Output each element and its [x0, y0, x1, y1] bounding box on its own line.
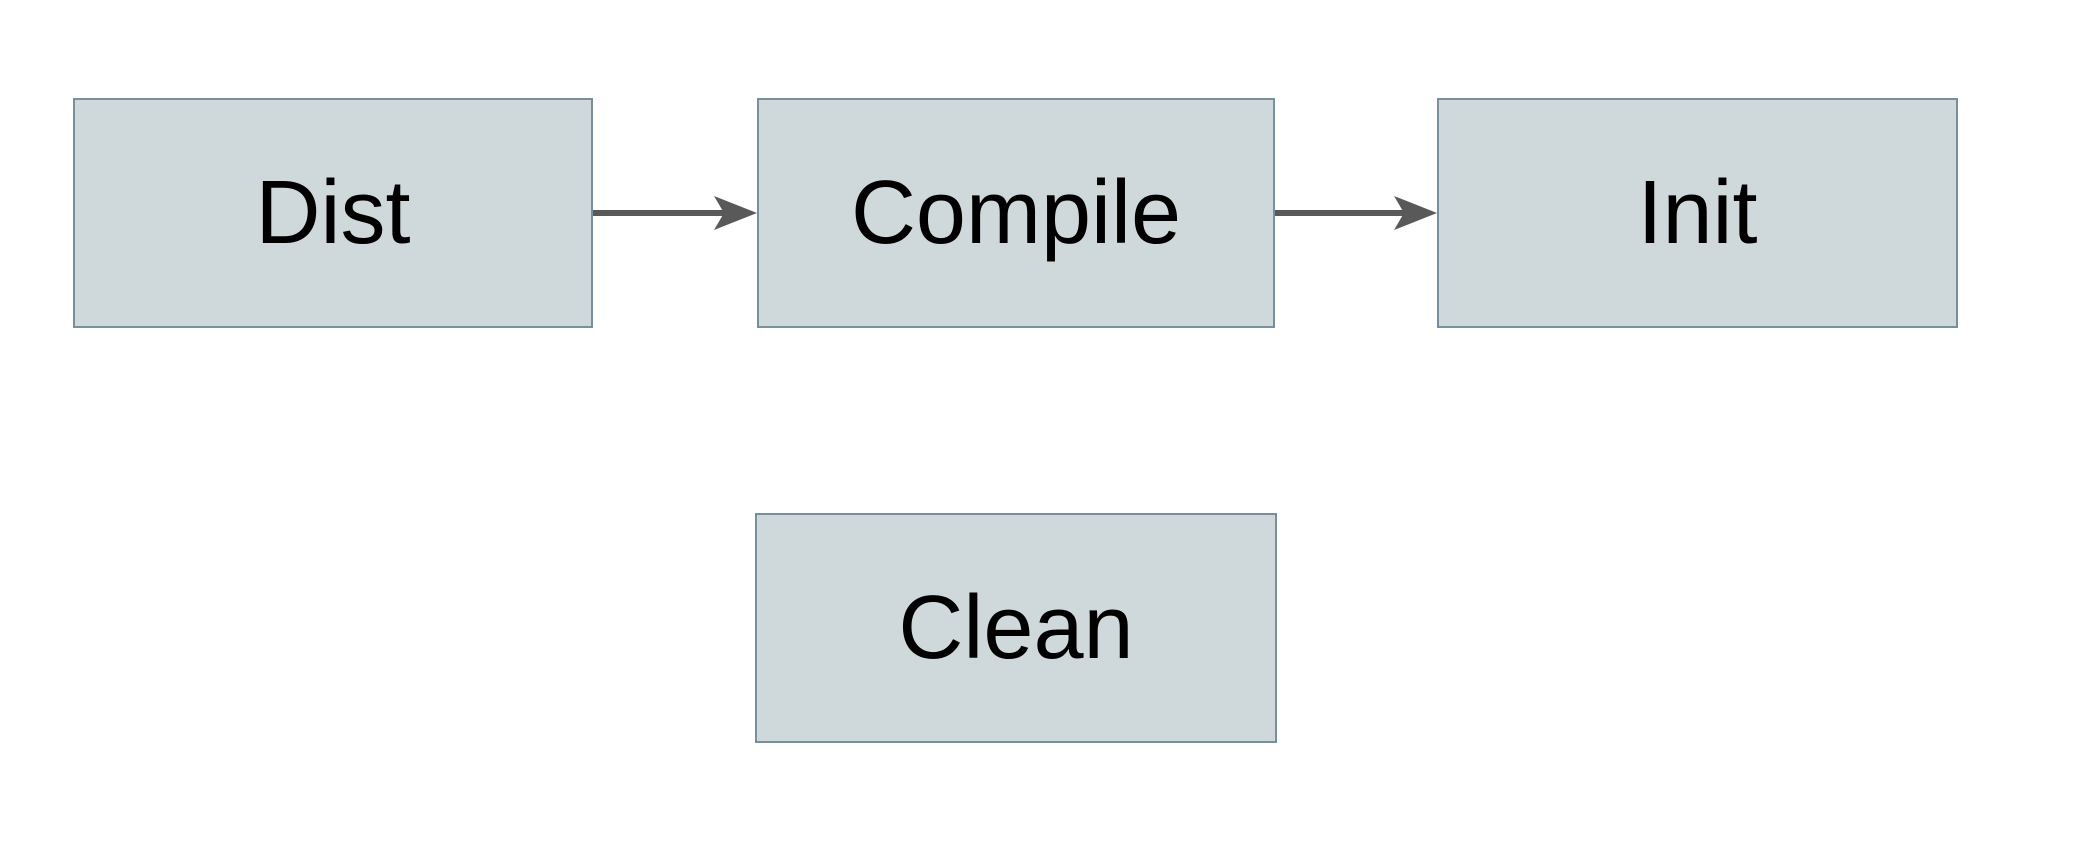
node-compile[interactable]: Compile	[757, 98, 1275, 328]
node-compile-label: Compile	[850, 163, 1182, 263]
arrow-compile-to-init-icon	[1275, 196, 1437, 230]
node-clean[interactable]: Clean	[755, 513, 1277, 743]
arrow-shaft	[1275, 210, 1405, 216]
node-dist-label: Dist	[255, 163, 411, 263]
arrow-shaft	[593, 210, 725, 216]
node-init[interactable]: Init	[1437, 98, 1958, 328]
arrow-head	[714, 196, 757, 230]
node-init-label: Init	[1637, 163, 1758, 263]
node-clean-label: Clean	[898, 578, 1134, 678]
arrow-dist-to-compile-icon	[593, 196, 757, 230]
arrow-head	[1394, 196, 1437, 230]
node-dist[interactable]: Dist	[73, 98, 593, 328]
